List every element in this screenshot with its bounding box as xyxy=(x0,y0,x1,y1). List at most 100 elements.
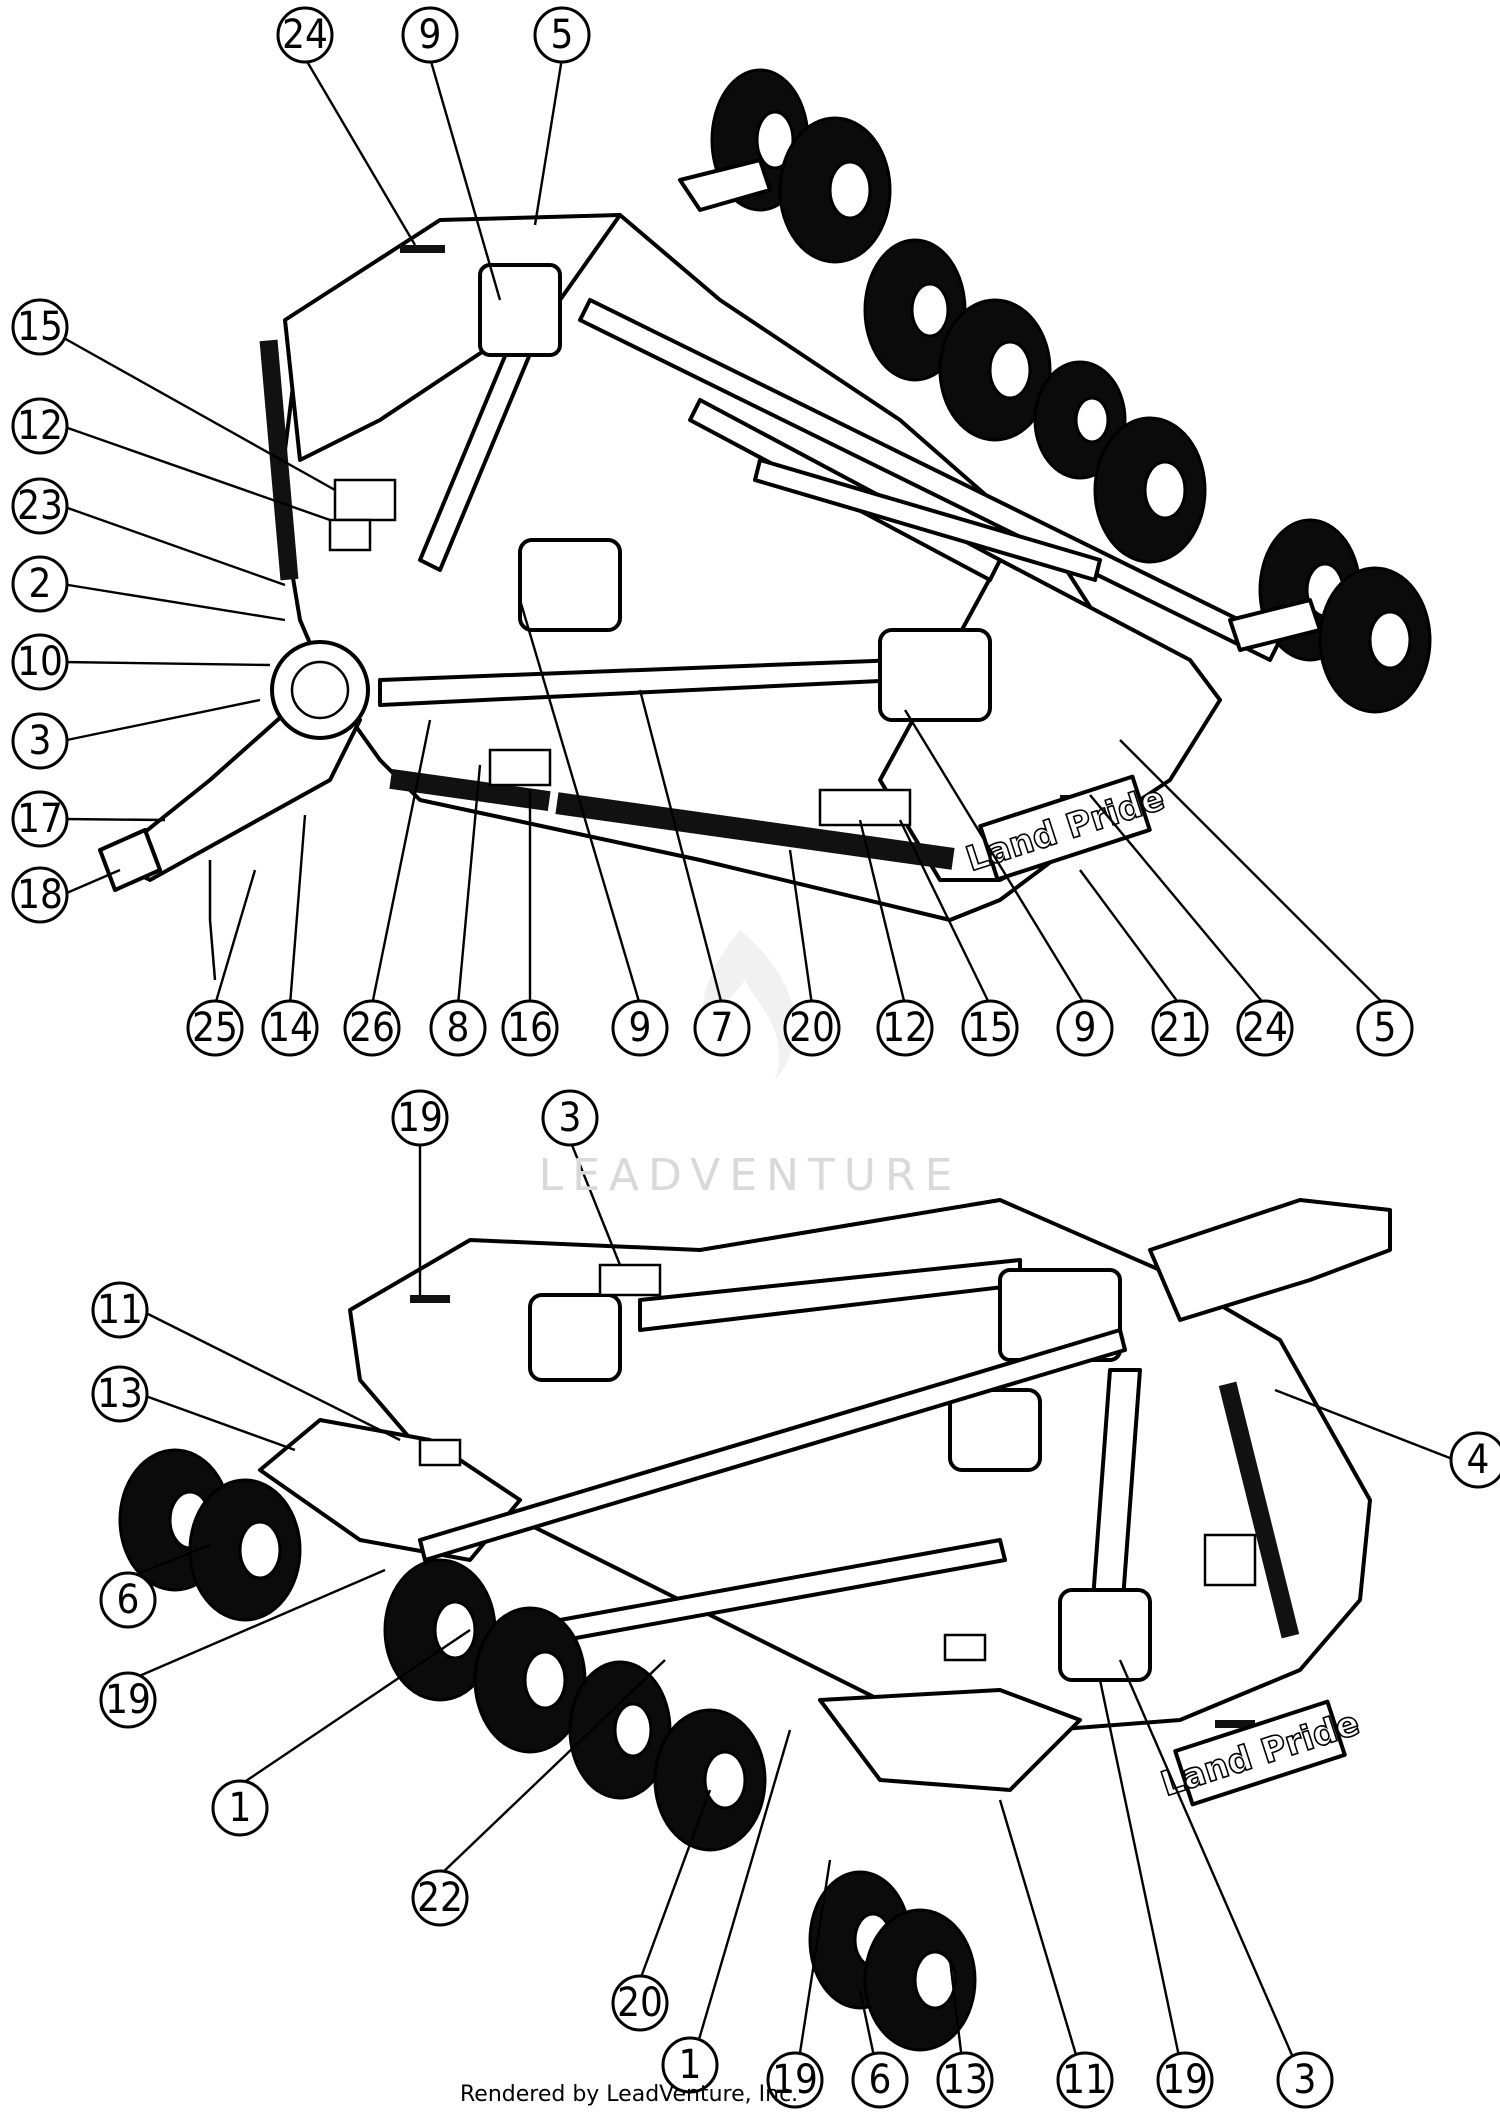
decal-3 xyxy=(488,748,552,787)
bottom-callout-6: 6 xyxy=(99,1571,157,1629)
top-callout-label: 18 xyxy=(17,872,63,918)
top-callout-label: 9 xyxy=(1074,1005,1097,1051)
top-callout-label: 2 xyxy=(29,561,52,607)
bottom-callout-19: 19 xyxy=(1156,2051,1214,2109)
hitch-clevis xyxy=(98,828,162,892)
bottom-callout-label: 6 xyxy=(869,2057,892,2103)
top-callout-label: 8 xyxy=(447,1005,470,1051)
top-callout-label: 26 xyxy=(349,1005,395,1051)
top-callout-label: 14 xyxy=(267,1005,313,1051)
bottom-decal-2 xyxy=(1203,1533,1257,1587)
hitch-tongue xyxy=(108,698,362,882)
top-callout-23: 23 xyxy=(11,477,69,535)
bottom-chain-guard xyxy=(1218,1381,1300,1639)
top-callout-label: 5 xyxy=(1374,1005,1397,1051)
top-callout-label: 17 xyxy=(17,796,63,842)
bottom-callout-label: 20 xyxy=(617,1980,663,2026)
bottom-callout-label: 1 xyxy=(229,1785,252,1831)
top-callout-16: 16 xyxy=(501,999,559,1057)
leader-lines xyxy=(61,57,1456,2086)
top-callout-label: 21 xyxy=(1157,1005,1203,1051)
watermark: LEADVENTURE xyxy=(538,1150,962,1201)
gearbox-center xyxy=(518,538,622,632)
bottom-left-wing xyxy=(258,1418,522,1562)
top-callout-label: 3 xyxy=(29,718,52,764)
bottom-callout-1: 1 xyxy=(661,2036,719,2094)
top-callout-25: 25 xyxy=(186,999,244,1057)
bottom-callouts: 19 3 11 13 4 6 19 1 22 20 1 19 6 13 11 19 3 xyxy=(91,1089,1500,2109)
top-callout-5: 5 xyxy=(533,6,591,64)
bottom-callout-11: 11 xyxy=(1056,2051,1114,2109)
top-callout-label: 24 xyxy=(282,12,328,58)
top-callout-10: 10 xyxy=(11,633,69,691)
chain-guard-front xyxy=(555,792,955,870)
decal-5 xyxy=(400,245,445,253)
bottom-callout-11: 11 xyxy=(91,1281,149,1339)
center-gearbox-housing xyxy=(270,640,370,740)
bottom-rail-1 xyxy=(418,1328,1127,1562)
top-callout-label: 12 xyxy=(17,403,63,449)
top-callout-17: 17 xyxy=(11,790,69,848)
footer-credit: Rendered by LeadVenture, Inc. xyxy=(460,2082,799,2107)
top-callout-label: 24 xyxy=(1242,1005,1288,1051)
bottom-callout-label: 3 xyxy=(1294,2057,1317,2103)
bottom-callout-label: 4 xyxy=(1467,1437,1490,1483)
top-callout-26: 26 xyxy=(343,999,401,1057)
bottom-decal-1 xyxy=(598,1263,662,1297)
top-callout-15: 15 xyxy=(11,298,69,356)
bottom-callout-13: 13 xyxy=(91,1365,149,1423)
bottom-callout-label: 11 xyxy=(97,1287,143,1333)
bottom-callout-label: 19 xyxy=(1162,2057,1208,2103)
top-callout-24: 24 xyxy=(276,6,334,64)
bottom-callout-label: 19 xyxy=(772,2057,818,2103)
bottom-callout-20: 20 xyxy=(611,1974,669,2032)
top-callout-label: 25 xyxy=(192,1005,238,1051)
bottom-gearbox-1 xyxy=(528,1293,622,1382)
top-callout-20: 20 xyxy=(783,999,841,1057)
bottom-callout-label: 19 xyxy=(105,1677,151,1723)
gearbox-right xyxy=(878,628,992,722)
top-callout-label: 9 xyxy=(629,1005,652,1051)
top-view-mower: Land Pride xyxy=(98,68,1432,981)
top-wheels xyxy=(710,68,1432,714)
top-callout-18: 18 xyxy=(11,866,69,924)
bottom-callout-label: 3 xyxy=(559,1095,582,1141)
decal-2 xyxy=(328,518,372,552)
top-callout-21: 21 xyxy=(1151,999,1209,1057)
bottom-callout-6: 6 xyxy=(851,2051,909,2109)
bottom-callout-label: 22 xyxy=(417,1875,463,1921)
top-callout-3: 3 xyxy=(11,712,69,770)
top-callout-12: 12 xyxy=(11,397,69,455)
bottom-callout-label: 1 xyxy=(679,2042,702,2088)
frame-rail-3 xyxy=(753,458,1102,582)
bottom-wheels xyxy=(118,1448,977,2052)
bottom-callout-label: 19 xyxy=(397,1095,443,1141)
bottom-callout-1: 1 xyxy=(211,1779,269,1837)
chain-guard-center xyxy=(389,768,551,812)
top-callout-9: 9 xyxy=(401,6,459,64)
decal-4 xyxy=(818,788,912,827)
bottom-callout-3: 3 xyxy=(1276,2051,1334,2109)
bottom-decal-4 xyxy=(943,1633,987,1662)
bottom-view-mower: Land Pride xyxy=(118,1198,1392,2052)
bottom-callout-label: 6 xyxy=(117,1577,140,1623)
top-callout-label: 20 xyxy=(789,1005,835,1051)
top-callout-label: 23 xyxy=(17,483,63,529)
top-callout-label: 15 xyxy=(17,304,63,350)
bottom-decal-3 xyxy=(418,1438,462,1467)
watermark-logo xyxy=(702,930,796,1080)
top-callout-5: 5 xyxy=(1356,999,1414,1057)
bottom-callout-22: 22 xyxy=(411,1869,469,1927)
top-callout-label: 9 xyxy=(419,12,442,58)
bottom-callout-19: 19 xyxy=(766,2051,824,2109)
bottom-gearbox-3 xyxy=(1058,1588,1152,1682)
bottom-callout-label: 13 xyxy=(942,2057,988,2103)
top-callout-9: 9 xyxy=(611,999,669,1057)
bottom-callout-label: 13 xyxy=(97,1371,143,1417)
bottom-callout-13: 13 xyxy=(936,2051,994,2109)
bottom-callout-3: 3 xyxy=(541,1089,599,1147)
bottom-decal-5 xyxy=(410,1295,450,1303)
top-callout-label: 5 xyxy=(551,12,574,58)
top-callout-24: 24 xyxy=(1236,999,1294,1057)
